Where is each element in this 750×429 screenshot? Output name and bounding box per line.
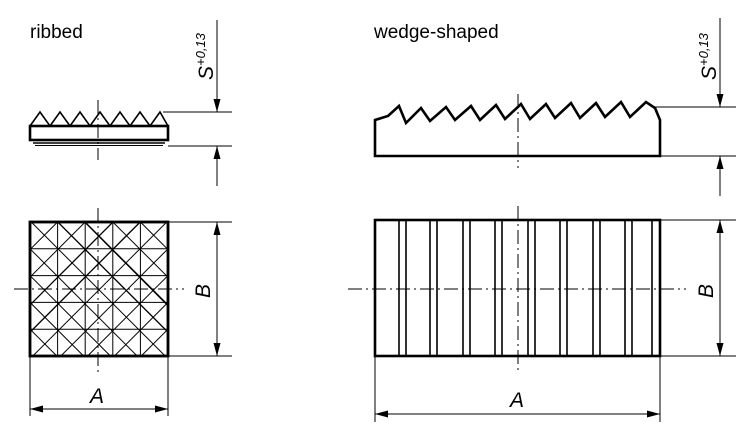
wedge-dimension-b: B bbox=[660, 219, 736, 357]
title-wedge-shaped: wedge-shaped bbox=[373, 22, 499, 43]
wedge-dimension-s: S+0,13 bbox=[655, 18, 736, 196]
wedge-tolerance: +0,13 bbox=[696, 32, 711, 66]
ribbed-dimension-b: B bbox=[168, 221, 232, 357]
ribbed-side-view bbox=[28, 100, 170, 160]
wedge-label-b: B bbox=[695, 284, 718, 298]
wedge-dimension-a: A bbox=[374, 356, 661, 422]
svg-text:S+0,13: S+0,13 bbox=[696, 32, 721, 80]
wedge-top-view bbox=[348, 206, 686, 372]
title-ribbed: ribbed bbox=[30, 22, 83, 43]
ribbed-tolerance: +0,13 bbox=[193, 32, 208, 66]
ribbed-label-b: B bbox=[192, 284, 215, 298]
ribbed-dimension-a: A bbox=[29, 356, 169, 416]
ribbed-label-s: S bbox=[195, 66, 218, 80]
wedge-label-a: A bbox=[508, 389, 524, 412]
wedge-label-s: S bbox=[698, 66, 721, 80]
ribbed-top-view bbox=[14, 208, 184, 372]
ribbed-dimension-s: S+0,13 bbox=[163, 20, 232, 186]
ribbed-label-a: A bbox=[88, 385, 104, 408]
wedge-side-view bbox=[373, 94, 662, 168]
svg-text:S+0,13: S+0,13 bbox=[193, 32, 218, 80]
